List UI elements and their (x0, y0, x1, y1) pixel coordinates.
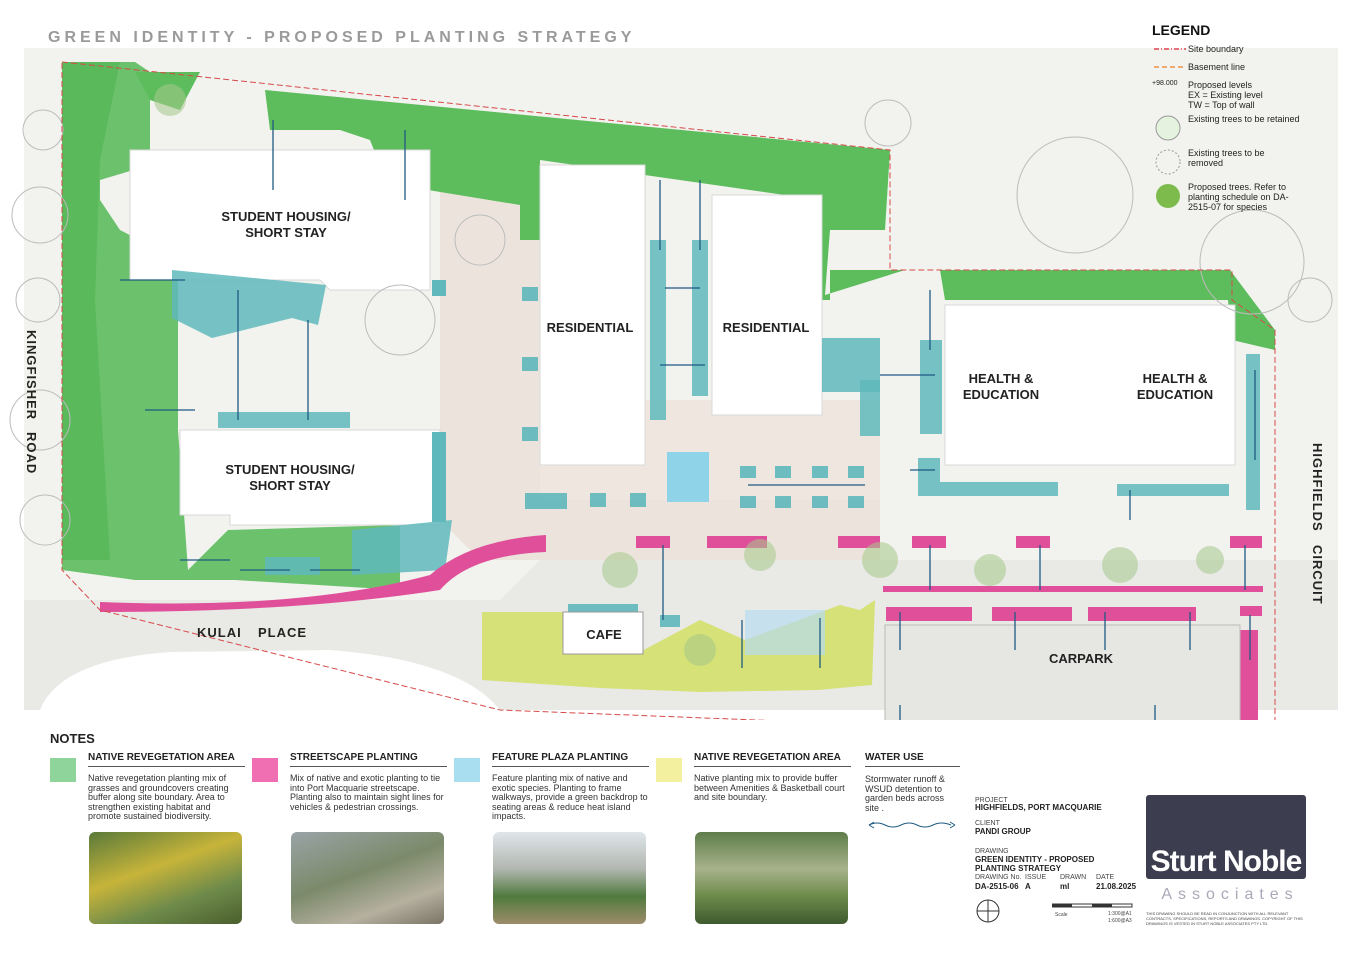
label-student-housing-1b: SHORT STAY (245, 225, 327, 240)
tb-scale-label: Scale (1055, 912, 1068, 918)
carpark-area (884, 624, 1241, 720)
note-streetscape: STREETSCAPE PLANTING Mix of native and e… (252, 752, 447, 812)
note-water-use: WATER USE Stormwater runoff & WSUD deten… (865, 752, 960, 833)
legend-heading: LEGEND (1152, 22, 1211, 38)
label-health-1a: HEALTH & (969, 371, 1034, 386)
basement-line-icon (1154, 66, 1186, 68)
label-health-2b: EDUCATION (1137, 387, 1213, 402)
notes-heading: NOTES (50, 731, 95, 746)
tree-removed-icon (1155, 149, 1181, 175)
swatch-yellow (656, 758, 682, 782)
plaza-water-feature (667, 452, 709, 502)
label-kingfisher: KINGFISHER (24, 330, 39, 420)
label-residential-1: RESIDENTIAL (547, 320, 634, 335)
tb-scale-a1: 1:300@A1 (1108, 911, 1132, 917)
plaza-bed-1 (172, 270, 326, 338)
tb-dwgno: DA-2515-06 (975, 882, 1019, 891)
label-road: ROAD (24, 432, 39, 474)
tb-drawn-label: DRAWN (1060, 874, 1087, 881)
tb-drawing: GREEN IDENTITY - PROPOSED PLANTING STRAT… (975, 855, 1095, 873)
building-health (944, 304, 1236, 466)
label-highfields: HIGHFIELDS (1310, 443, 1325, 532)
legend-item: Proposed trees. Refer to planting schedu… (1152, 182, 1347, 212)
water-arrow-icon (868, 821, 956, 829)
label-cafe: CAFE (586, 627, 622, 642)
label-health-1b: EDUCATION (963, 387, 1039, 402)
level-marker-icon: +98.000 (1152, 80, 1178, 87)
north-arrow-icon (976, 899, 1000, 923)
tb-project: HIGHFIELDS, PORT MACQUARIE (975, 803, 1102, 812)
label-place: PLACE (258, 625, 307, 640)
legend-item: Existing trees to be retained (1152, 114, 1347, 144)
company-logo-sub: Associates (1161, 886, 1299, 903)
photo-feature-plaza (493, 832, 646, 924)
building-residential-2 (711, 194, 823, 416)
building-residential-1 (539, 164, 646, 466)
tb-date: 21.08.2025 (1096, 882, 1137, 891)
scale-bar-icon (1052, 903, 1133, 908)
label-student-housing-2a: STUDENT HOUSING/ (225, 462, 355, 477)
photo-native-yellow (695, 832, 848, 924)
note-native-yellow: NATIVE REVEGETATION AREA Native planting… (656, 752, 851, 803)
tb-date-label: DATE (1096, 874, 1115, 881)
native-yellow-area (482, 600, 875, 692)
tb-issue-label: ISSUE (1025, 874, 1047, 881)
tree-proposed-icon (1156, 184, 1180, 208)
cafe-building (562, 611, 644, 655)
note-feature-plaza: FEATURE PLAZA PLANTING Feature planting … (454, 752, 649, 822)
note-native-revegetation: NATIVE REVEGETATION AREA Native revegeta… (50, 752, 245, 822)
tb-client: PANDI GROUP (975, 827, 1031, 836)
swatch-green (50, 758, 76, 782)
legend-item: Site boundary (1152, 44, 1347, 58)
site-boundary-line (61, 61, 1276, 720)
streetscape-strip (100, 535, 546, 612)
label-student-housing-2b: SHORT STAY (249, 478, 331, 493)
road-island (40, 650, 500, 710)
label-student-housing-1a: STUDENT HOUSING/ (221, 209, 351, 224)
basketball-court (745, 610, 825, 655)
tree-retained-icon (1155, 115, 1181, 141)
tb-drawing-label: DRAWING (975, 848, 1009, 855)
swatch-blue (454, 758, 480, 782)
legend-item: Basement line (1152, 62, 1347, 76)
company-logo: Sturt Noble (1146, 795, 1306, 879)
photo-streetscape (291, 832, 444, 924)
building-student-2 (179, 429, 441, 526)
label-kulai: KULAI (197, 625, 242, 640)
site-plan: STUDENT HOUSING/ SHORT STAY STUDENT HOUS… (9, 48, 1338, 720)
site-boundary-line-icon (1154, 48, 1186, 50)
tb-scale-a3: 1:600@A3 (1108, 918, 1132, 924)
swatch-pink (252, 758, 278, 782)
label-health-2a: HEALTH & (1143, 371, 1208, 386)
native-green-west (62, 62, 400, 590)
page-title: GREEN IDENTITY - PROPOSED PLANTING STRAT… (48, 29, 636, 46)
tb-drawn: ml (1060, 882, 1070, 891)
photo-native-revegetation (89, 832, 242, 924)
legend: LEGEND Site boundary Basement line +98.0… (1152, 22, 1347, 216)
legend-item: Existing trees to be removed (1152, 148, 1347, 178)
tb-dwgno-label: DRAWING No. (975, 874, 1022, 881)
label-carpark: CARPARK (1049, 651, 1114, 666)
tb-project-label: PROJECT (975, 797, 1008, 804)
legend-item: +98.000 Proposed levels EX = Existing le… (1152, 80, 1263, 110)
tb-client-label: CLIENT (975, 820, 1000, 827)
tb-disclaimer: THIS DRAWING SHOULD BE READ IN CONJUNCTI… (1146, 911, 1303, 926)
label-residential-2: RESIDENTIAL (723, 320, 810, 335)
label-circuit: CIRCUIT (1310, 545, 1325, 605)
native-green-north (265, 90, 1275, 350)
tb-issue: A (1025, 882, 1031, 891)
water-flow-arrows (120, 120, 1256, 720)
